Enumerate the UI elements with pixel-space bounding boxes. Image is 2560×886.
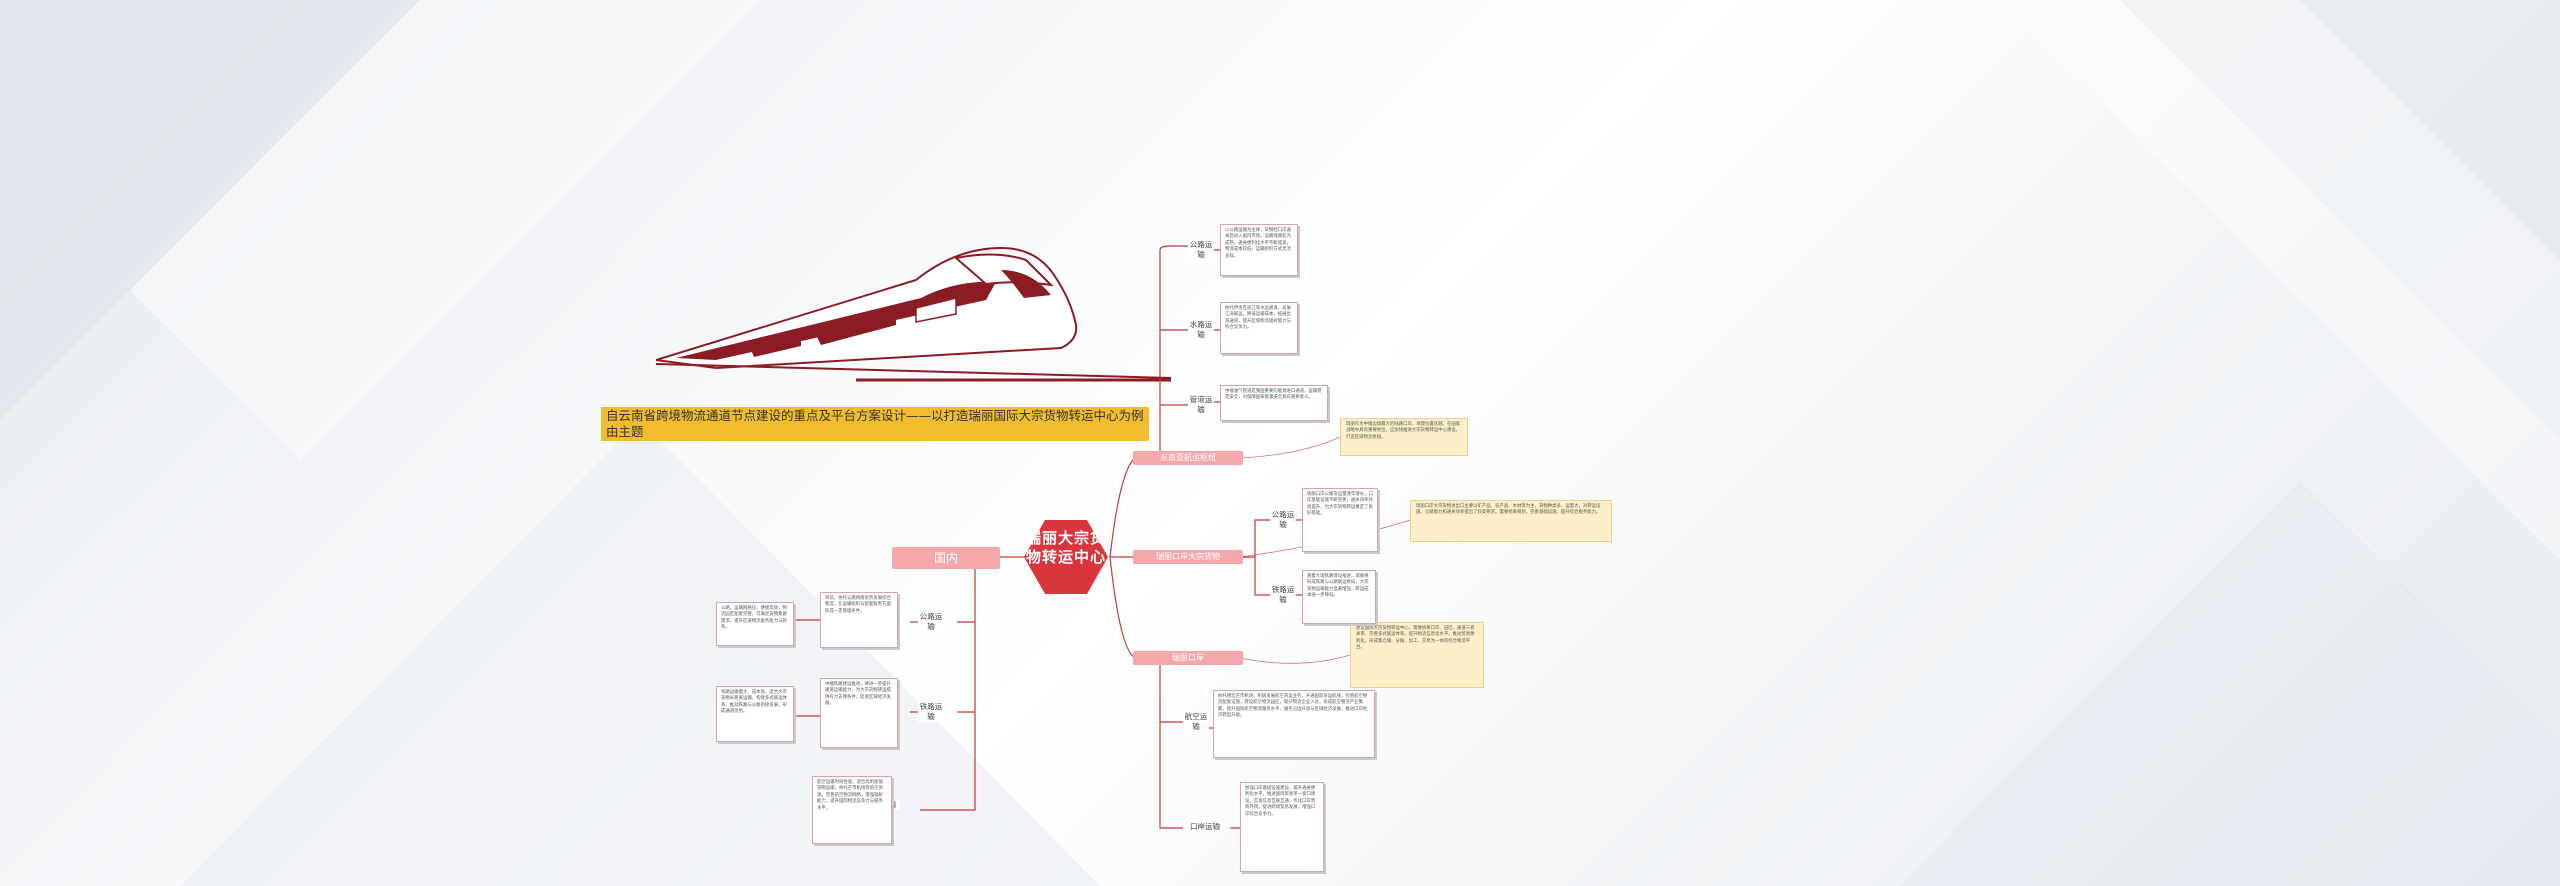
domestic-road-label[interactable]: 公路运输	[918, 612, 944, 632]
top-water-label[interactable]: 水路运输	[1188, 320, 1214, 340]
cat3-port-text: 加强口岸基础设施建设，提升通关便利化水平，推进国际贸易单一窗口建设，实现信息互联…	[1240, 782, 1324, 872]
page-title: 自云南省跨境物流通道节点建设的重点及平台方案设计——以打造瑞丽国际大宗货物转运中…	[601, 407, 1149, 441]
note-2: 瑞丽口岸大宗货物进出口主要以矿产品、农产品、木材等为主，货物种类多、运量大，对转…	[1410, 500, 1612, 542]
category-1[interactable]: 东南亚航运枢纽	[1133, 451, 1243, 465]
cat2-rail-label[interactable]: 铁路运输	[1270, 585, 1296, 605]
top-pipeline-label[interactable]: 管道运输	[1188, 395, 1214, 415]
top-road-text: 以公路运输为主体，货物经口岸通关后进入国内市场，运输线路较为成熟，通关便利化水平…	[1220, 224, 1298, 276]
cat2-road-label[interactable]: 公路运输	[1270, 510, 1296, 530]
cat3-port-label[interactable]: 口岸运输	[1183, 822, 1227, 832]
category-2[interactable]: 瑞丽口岸大宗货物	[1133, 550, 1243, 564]
note-1: 瑞丽作为中缅边境最大的陆路口岸，地理位置优越，在国家战略中具有重要地位，应加快推…	[1340, 418, 1468, 456]
train-illustration	[656, 240, 1176, 390]
category-3[interactable]: 瑞丽口岸	[1133, 651, 1243, 665]
cat2-road-text: 瑞丽口岸公路货运量逐年增长，口岸基础设施不断完善，通关效率持续提升，为大宗货物转…	[1302, 488, 1378, 552]
top-road-label[interactable]: 公路运输	[1188, 240, 1214, 260]
top-pipeline-text: 中缅油气管道是我国重要的能源进口通道，运输稳定安全，对保障国家能源安全具有重要意…	[1220, 385, 1328, 421]
top-water-text: 依托伊洛瓦底江等水运通道，发展江海联运，降低运输成本，拓展出海通道，提升区域物流…	[1220, 302, 1298, 354]
domestic-rail-detail: 中缅铁路建设推进，将进一步提升通道运输能力，为大宗货物转运提供有力支撑条件，促进…	[820, 678, 898, 748]
cat3-air-label[interactable]: 航空运输	[1183, 712, 1209, 732]
domestic-road-text: 公路，运输网络化，便捷高效，物流园区配套完善，可满足货物集散需求，提升区域物流服…	[716, 602, 794, 646]
cat2-rail-text: 随着大瑞铁路建设推进，瑞丽将形成铁路与公路联运格局，大宗货物运输能力显著增强，转…	[1302, 570, 1376, 624]
branch-domestic[interactable]: 国内	[892, 547, 1000, 569]
domestic-air-text: 航空运输时效性强，适合高附加值货物运输，依托芒市机场等航空资源，完善航空物流网络…	[812, 776, 892, 844]
cat3-air-text: 依托德宏芒市机场，积极发展航空货运业务，开通国际货运航线，完善航空物流配套设施，…	[1213, 690, 1375, 758]
domestic-rail-text: 铁路运输量大、成本低，适合大宗货物长距离运输，构建多式联运体系，推动铁路与公路衔…	[716, 686, 794, 742]
note-3: 建设国际大宗货物转运中心，需要统筹口岸、园区、通道三者关系，完善多式联运体系，提…	[1350, 622, 1484, 688]
domestic-road-detail: 目前，依托公路网络优势发展综合物流，在运输组织与配套服务方面形成一定基础条件。	[820, 592, 898, 648]
domestic-rail-label[interactable]: 铁路运输	[918, 702, 944, 722]
